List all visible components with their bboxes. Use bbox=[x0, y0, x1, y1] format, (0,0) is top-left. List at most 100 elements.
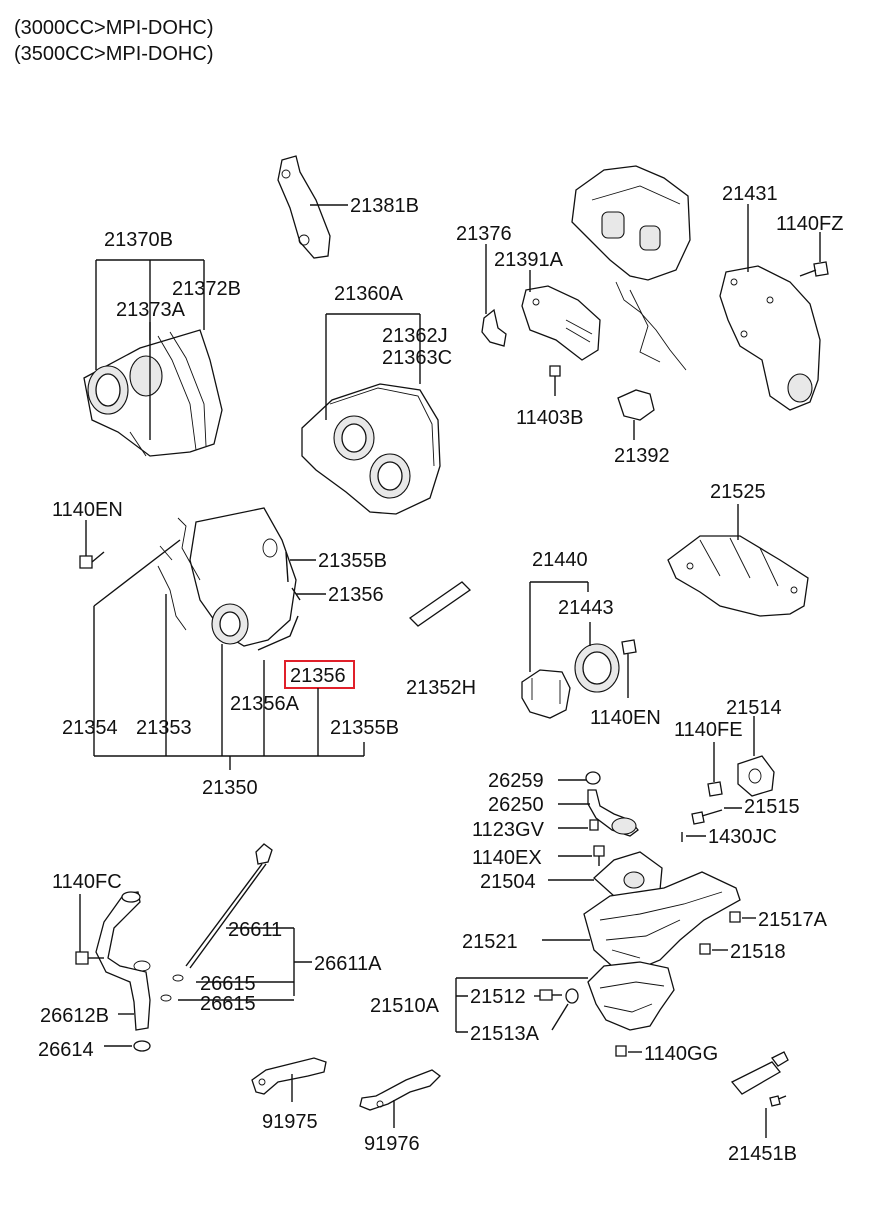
bolt-1140EN-right bbox=[621, 639, 637, 698]
label-21356A[interactable]: 21356A bbox=[230, 693, 300, 715]
label-1140EN-right[interactable]: 1140EN bbox=[590, 707, 661, 729]
bolt-1140FC bbox=[75, 951, 104, 965]
label-26259[interactable]: 26259 bbox=[488, 770, 544, 792]
label-1123GV[interactable]: 1123GV bbox=[472, 819, 545, 841]
bracket-91975 bbox=[251, 1057, 327, 1095]
bolt-1140FE bbox=[707, 781, 723, 797]
o-ring-26614 bbox=[133, 1040, 151, 1052]
mount-bracket-part bbox=[481, 285, 601, 361]
label-91975[interactable]: 91975 bbox=[262, 1111, 318, 1133]
label-21525[interactable]: 21525 bbox=[710, 481, 766, 503]
label-21513A[interactable]: 21513A bbox=[470, 1023, 540, 1045]
leader-26611-tree bbox=[178, 927, 312, 1001]
label-21376[interactable]: 21376 bbox=[456, 223, 512, 245]
label-21514[interactable]: 21514 bbox=[726, 697, 782, 719]
label-1430JC[interactable]: 1430JC bbox=[708, 826, 777, 848]
bolt-1140GG bbox=[615, 1045, 627, 1057]
label-21443[interactable]: 21443 bbox=[558, 597, 614, 619]
upper-oil-pan-part bbox=[583, 851, 741, 971]
leader-21354-diag bbox=[93, 539, 181, 607]
label-21370B[interactable]: 21370B bbox=[104, 229, 173, 251]
highlight-box-21356 bbox=[284, 660, 355, 689]
label-26250[interactable]: 26250 bbox=[488, 794, 544, 816]
label-21391A[interactable]: 21391A bbox=[494, 249, 564, 271]
timing-cover-assembly-part bbox=[157, 507, 297, 647]
leader-21440 bbox=[529, 581, 589, 672]
label-26612B[interactable]: 26612B bbox=[40, 1005, 109, 1027]
dipstick-tube-part bbox=[95, 891, 151, 1031]
label-21356-a[interactable]: 21356 bbox=[328, 584, 384, 606]
label-1140FE[interactable]: 1140FE bbox=[674, 719, 743, 741]
label-26611A[interactable]: 26611A bbox=[314, 953, 382, 975]
bolt-21517A bbox=[729, 911, 741, 923]
leader-21370B bbox=[95, 259, 205, 370]
label-21373A[interactable]: 21373A bbox=[116, 299, 186, 321]
gasket-strip-21355B bbox=[285, 551, 289, 583]
dipstick-part bbox=[160, 843, 273, 1002]
bolt-1140EX bbox=[593, 845, 605, 866]
label-1140FZ[interactable]: 1140FZ bbox=[776, 213, 843, 235]
label-21392[interactable]: 21392 bbox=[614, 445, 670, 467]
label-21352H[interactable]: 21352H bbox=[406, 677, 476, 699]
label-21440[interactable]: 21440 bbox=[532, 549, 588, 571]
engine-block-sketch bbox=[571, 165, 691, 371]
label-21518[interactable]: 21518 bbox=[730, 941, 786, 963]
label-26615-b[interactable]: 26615 bbox=[200, 993, 256, 1015]
label-21451B[interactable]: 21451B bbox=[728, 1143, 797, 1165]
label-91976[interactable]: 91976 bbox=[364, 1133, 420, 1155]
gasket-strip-21356 bbox=[257, 615, 299, 651]
label-21350[interactable]: 21350 bbox=[202, 777, 258, 799]
label-21363C[interactable]: 21363C bbox=[382, 347, 452, 369]
label-21517A[interactable]: 21517A bbox=[758, 909, 828, 931]
label-1140EX[interactable]: 1140EX bbox=[472, 847, 542, 869]
leader-21510A bbox=[455, 977, 588, 1033]
label-21355B-b[interactable]: 21355B bbox=[330, 717, 399, 739]
sealant-tube-21451B bbox=[730, 1051, 789, 1107]
bolt-21515 bbox=[691, 809, 723, 825]
leader-21360A bbox=[325, 313, 421, 420]
drain-plug-21512 bbox=[539, 988, 579, 1004]
label-21521[interactable]: 21521 bbox=[462, 931, 518, 953]
label-21372B[interactable]: 21372B bbox=[172, 278, 241, 300]
timing-cover-left-part bbox=[83, 329, 223, 457]
label-21355B-a[interactable]: 21355B bbox=[318, 550, 387, 572]
label-1140EN-left[interactable]: 1140EN bbox=[52, 499, 123, 521]
timing-cover-upper-part bbox=[301, 383, 441, 515]
label-21512[interactable]: 21512 bbox=[470, 986, 526, 1008]
label-1140FC[interactable]: 1140FC bbox=[52, 871, 122, 893]
label-1140GG[interactable]: 1140GG bbox=[644, 1043, 718, 1065]
label-21510A[interactable]: 21510A bbox=[370, 995, 440, 1017]
lower-oil-pan-part bbox=[587, 961, 675, 1031]
bolt-11403B bbox=[549, 365, 561, 396]
label-11403B[interactable]: 11403B bbox=[516, 407, 583, 429]
tensioner-arm-part bbox=[277, 155, 331, 259]
gasket-21514 bbox=[737, 755, 775, 797]
label-21504[interactable]: 21504 bbox=[480, 871, 536, 893]
bolt-1140FZ bbox=[799, 261, 829, 277]
oil-seal-case-part bbox=[521, 643, 620, 719]
gasket-bar-21352H bbox=[408, 581, 472, 627]
label-26614[interactable]: 26614 bbox=[38, 1039, 94, 1061]
leader-21513A bbox=[551, 1003, 569, 1031]
bolt-21518 bbox=[699, 943, 711, 955]
label-26615-a[interactable]: 26615 bbox=[200, 973, 256, 995]
bracket-91976 bbox=[359, 1069, 441, 1111]
header-line-1: (3000CC>MPI-DOHC) bbox=[14, 17, 213, 39]
label-21381B[interactable]: 21381B bbox=[350, 195, 419, 217]
bolt-1140EN-left bbox=[79, 551, 105, 569]
bracket-21392 bbox=[617, 389, 655, 421]
header-line-2: (3500CC>MPI-DOHC) bbox=[14, 43, 213, 65]
label-21515[interactable]: 21515 bbox=[744, 796, 800, 818]
label-21362J[interactable]: 21362J bbox=[382, 325, 448, 347]
bolt-1123GV bbox=[589, 819, 599, 831]
label-21354[interactable]: 21354 bbox=[62, 717, 118, 739]
label-21353[interactable]: 21353 bbox=[136, 717, 192, 739]
engine-bracket-21431 bbox=[719, 265, 821, 411]
label-21360A[interactable]: 21360A bbox=[334, 283, 404, 305]
label-21356-highlighted[interactable]: 21356 bbox=[290, 665, 346, 687]
oil-strainer-part bbox=[585, 771, 639, 837]
label-26611[interactable]: 26611 bbox=[228, 919, 282, 941]
baffle-21525 bbox=[667, 535, 809, 617]
label-21431[interactable]: 21431 bbox=[722, 183, 778, 205]
